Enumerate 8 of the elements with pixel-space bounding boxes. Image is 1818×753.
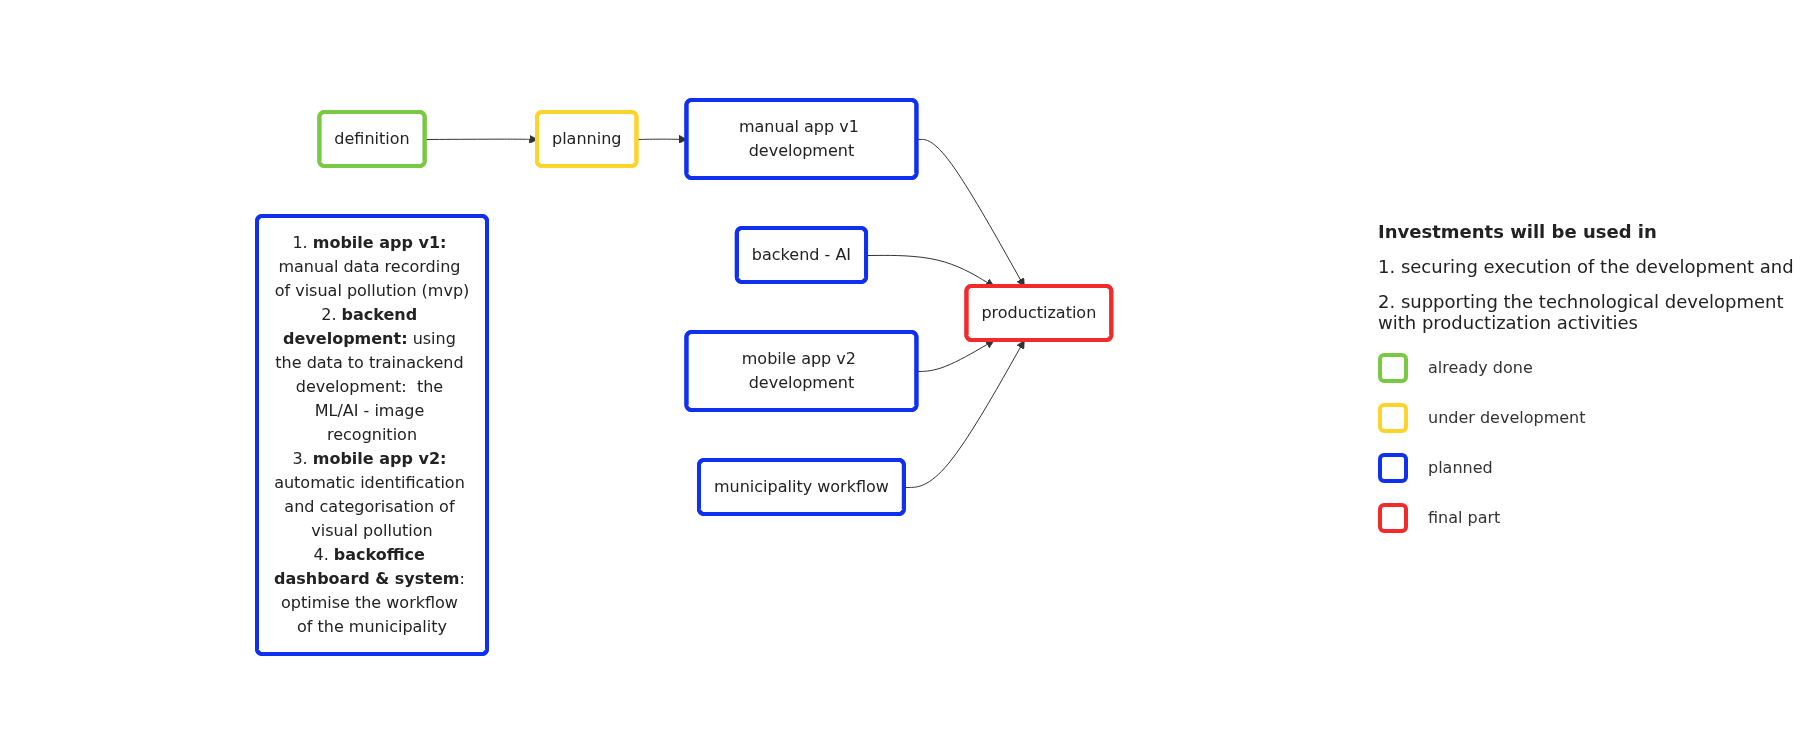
note-item: 2. supporting the technological development with productization activities [1378,290,1785,333]
legend-label: already done [1428,358,1533,377]
legend-label: final part [1428,508,1501,527]
legend-label: under development [1428,408,1586,427]
legend-label: planned [1428,458,1493,477]
note-item: 1. securing execution of the development and [1378,255,1795,277]
node-text: 1. mobile app v1: manual data recording of visual pollution (mvp) 2. backend development: using the data to trainackend development: the ML/AI - image recognition 3. mobile app v2: automatic identification and categorisation of visual pollution 4. backoffice dashboard & system: optimise the workflow of the municipality [273,232,470,636]
note-heading: Investments will be used in [1378,220,1658,242]
